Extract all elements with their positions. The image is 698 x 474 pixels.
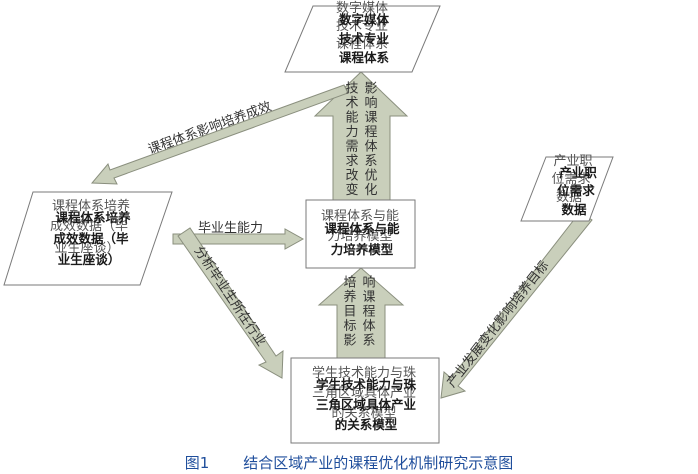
curriculum-system-under-1: 数字媒体 <box>336 1 388 16</box>
curriculum-system-over-2: 技术专业 <box>339 31 390 46</box>
arrow-ability-to-curriculum <box>313 71 409 201</box>
training-outcome-under-1: 课程体系培养 <box>52 198 130 214</box>
label-graduate-industry-analysis: 分析毕业生所在行业 <box>191 244 269 349</box>
industry-demand-over-3: 数据 <box>560 202 587 217</box>
relation-model-over-3: 的关系模型 <box>335 417 398 432</box>
industry-demand-under-3: 数据 <box>556 190 582 205</box>
arrow-outcome-to-relation <box>177 227 284 379</box>
industry-demand-under-2: 位需求 <box>551 172 590 187</box>
relation-model-over-2: 三角区域具体产业 <box>316 397 417 412</box>
figure-caption: 图1 结合区域产业的课程优化机制研究示意图 <box>0 452 698 474</box>
industry-demand-shape <box>520 156 614 222</box>
ability-model-over-2: 力培养模型 <box>331 242 394 257</box>
curriculum-system-shape <box>284 5 441 73</box>
figure-title: 结合区域产业的课程优化机制研究示意图 <box>243 454 514 472</box>
node-training-outcome: 课程体系培养 成效数据（毕 业生座谈） 课程体系培养 成效数据（毕 业生座谈） <box>3 191 173 286</box>
training-outcome-over-2: 成效数据（毕 <box>53 231 129 246</box>
label-ability-demand: 技术能力需求改变影响课程体系优化 <box>345 82 377 199</box>
label-industry-development: 产业发展变化影响培养目标 <box>444 258 553 391</box>
curriculum-system-under-2: 技术专业 <box>336 19 388 34</box>
arrow-curriculum-to-outcome <box>90 84 349 185</box>
arrow-relation-to-ability <box>317 267 405 359</box>
training-outcome-over-3: 业生座谈） <box>58 252 121 267</box>
industry-demand-under-1: 产业职 <box>553 154 592 169</box>
training-outcome-shape <box>3 191 173 286</box>
training-outcome-over-1: 课程体系培养 <box>55 210 131 225</box>
node-relation-model: 学生技术能力与珠 三角区域具体产业 的关系模型 学生技术能力与珠 三角区域具体产… <box>290 357 440 444</box>
label-curriculum-influence: 课程体系影响培养成效 <box>146 98 274 158</box>
node-industry-demand: 产业职 位需求 数据 产业职 位需求 数据 <box>520 154 614 222</box>
training-outcome-under-3: 业生座谈） <box>54 241 119 256</box>
industry-demand-over-1: 产业职 <box>559 165 597 180</box>
node-curriculum-system: 数字媒体 技术专业 课程体系 数字媒体 技术专业 课程体系 <box>284 1 441 73</box>
curriculum-system-over-3: 课程体系 <box>339 50 390 65</box>
figure-number: 图1 <box>184 454 210 472</box>
curriculum-system-under-3: 课程体系 <box>336 37 388 52</box>
relation-model-shape <box>290 357 440 444</box>
ability-model-over-1: 课程体系与能 <box>324 221 400 236</box>
label-graduate-ability: 毕业生能力 <box>198 221 263 236</box>
arrow-industry-to-relation <box>440 211 593 399</box>
ability-model-shape <box>305 199 416 269</box>
industry-demand-over-2: 位需求 <box>557 183 595 198</box>
ability-model-under-1: 课程体系与能 <box>321 209 399 224</box>
ability-model-under-2: 力培养模型 <box>327 228 392 244</box>
node-ability-model: 课程体系与能 力培养模型 课程体系与能 力培养模型 <box>305 199 416 269</box>
relation-model-under-3: 的关系模型 <box>331 405 396 421</box>
training-outcome-under-2: 成效数据（毕 <box>50 219 128 234</box>
curriculum-system-over-1: 数字媒体 <box>338 12 390 27</box>
relation-model-under-1: 学生技术能力与珠 <box>312 365 416 381</box>
relation-model-over-1: 学生技术能力与珠 <box>316 377 417 392</box>
relation-model-under-2: 三角区域具体产业 <box>312 386 416 401</box>
label-training-goal: 培养目标影响课程体系 <box>343 275 375 349</box>
